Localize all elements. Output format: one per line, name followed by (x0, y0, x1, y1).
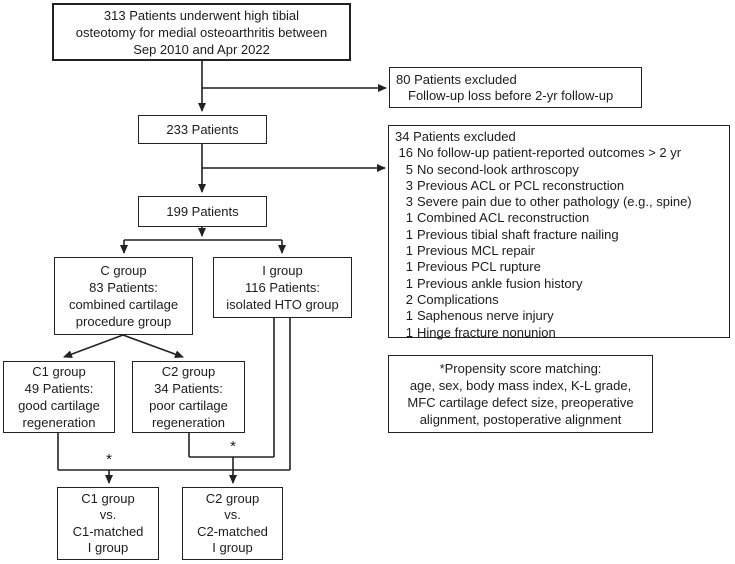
exclusion-count: 1 (405, 210, 413, 226)
exclusion-count: 16 (398, 145, 413, 161)
exclusion-count: 1 (405, 324, 413, 340)
exclusion-reason: Hinge fracture nonunion (417, 324, 556, 340)
box-199-patients: 199 Patients (138, 196, 267, 227)
box-c2-vs-matched: C2 group vs. C2-matched I group (182, 487, 283, 560)
box-c2-group: C2 group 34 Patients: poor cartilage reg… (132, 361, 245, 433)
exclusion-count: 3 (405, 194, 413, 210)
exclusion-count: 5 (405, 161, 413, 177)
exclusion-reason: Complications (417, 291, 499, 307)
box-c1-group: C1 group 49 Patients: good cartilage reg… (3, 361, 115, 433)
exclusion-count: 1 (405, 308, 413, 324)
exclusion-count: 1 (405, 275, 413, 291)
matching-asterisk-c1: * (106, 451, 112, 468)
exclusion-count: 2 (405, 291, 413, 307)
matching-asterisk-c2: * (230, 438, 236, 455)
exclusion-reason: Previous ankle fusion history (417, 275, 583, 291)
exclusion-reason: Previous ACL or PCL reconstruction (417, 177, 625, 193)
exclusion-count: 3 (405, 177, 413, 193)
box-propensity-note: *Propensity score matching: age, sex, bo… (388, 355, 653, 433)
exclusion-reason: Previous PCL rupture (417, 259, 541, 275)
arrow-c-to-c2 (122, 334, 184, 359)
exclusion-reason: Saphenous nerve injury (417, 308, 554, 324)
exclusion-reason: No follow-up patient-reported outcomes >… (417, 145, 682, 161)
box-c-group: C group 83 Patients: combined cartilage … (54, 257, 193, 335)
box-excluded-80: 80 Patients excluded Follow-up loss befo… (389, 67, 642, 108)
exclusion-reason: No second-look arthroscopy (417, 161, 579, 177)
exclusion-reason: Previous MCL repair (417, 243, 536, 259)
box-initial-cohort: 313 Patients underwent high tibial osteo… (52, 3, 351, 61)
box-c1-vs-matched: C1 group vs. C1-matched I group (57, 487, 159, 560)
box-233-patients: 233 Patients (138, 115, 267, 144)
exclusion-count: 1 (405, 259, 413, 275)
exclusion-count: 1 (405, 243, 413, 259)
exclusion-count: 1 (405, 226, 413, 242)
arrow-c-to-c1 (63, 334, 124, 358)
excluded-80-reason: Follow-up loss before 2-yr follow-up (408, 88, 614, 103)
exclusion-reason: Severe pain due to other pathology (e.g.… (417, 194, 692, 210)
excluded-34-title: 34 Patients excluded (395, 129, 516, 144)
box-i-group: I group 116 Patients: isolated HTO group (213, 257, 352, 318)
exclusion-reason: Combined ACL reconstruction (417, 210, 590, 226)
excluded-80-title: 80 Patients excluded (396, 71, 517, 87)
exclusion-reason: Previous tibial shaft fracture nailing (417, 226, 619, 242)
